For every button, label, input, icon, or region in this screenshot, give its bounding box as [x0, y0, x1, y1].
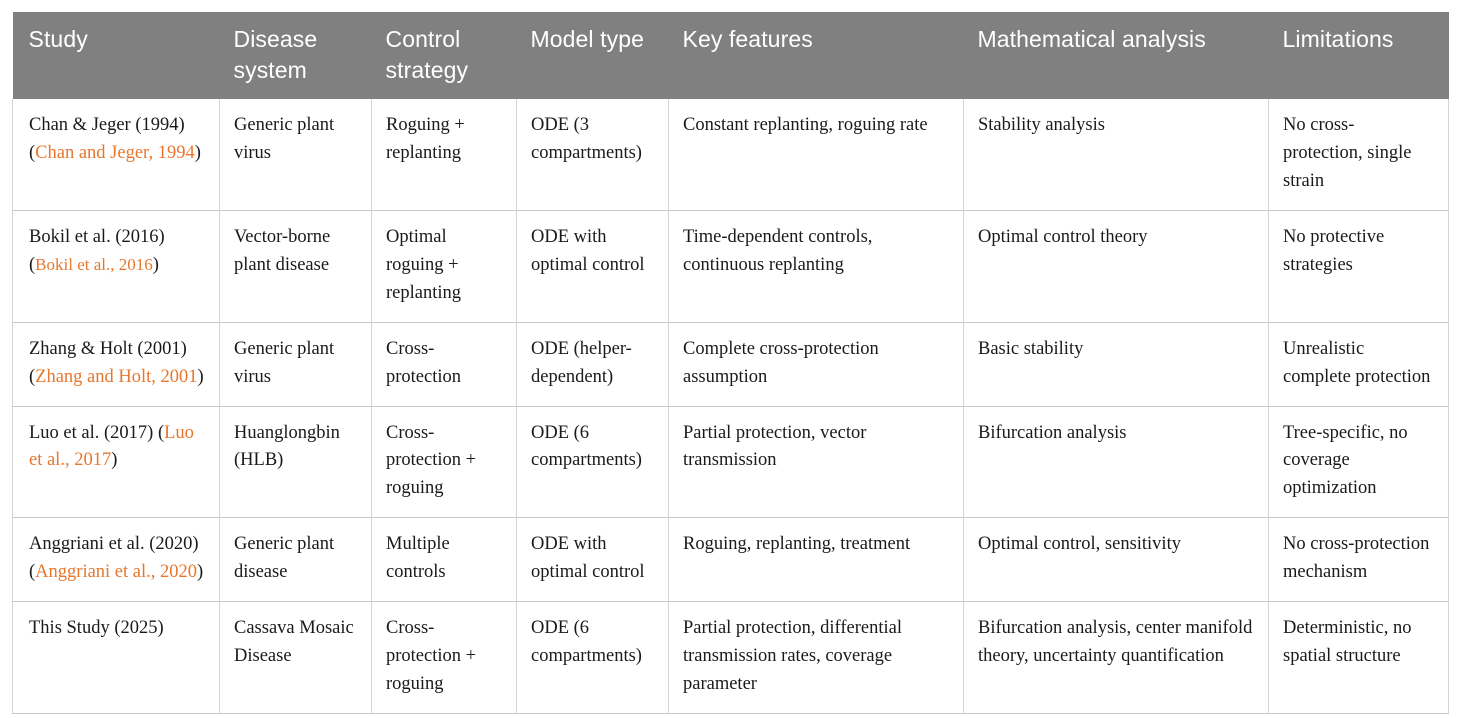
cell-control-strategy: Cross-protection: [371, 322, 517, 407]
citation-link[interactable]: Anggriani et al., 2020: [35, 562, 198, 583]
cell-control-strategy: Optimal roguing + replanting: [371, 210, 517, 323]
study-label: Bokil et al. (2016) (: [29, 226, 165, 275]
citation-close-paren: ): [152, 254, 159, 275]
cell-limitations: No protective strategies: [1268, 210, 1449, 323]
cell-key-features: Partial protection, differential transmi…: [668, 601, 964, 714]
cell-key-features: Partial protection, vector transmission: [668, 406, 964, 519]
cell-study: Anggriani et al. (2020) (Anggriani et al…: [12, 517, 220, 603]
study-label: Luo et al. (2017) (: [29, 422, 165, 443]
citation-close-paren: ): [197, 562, 204, 583]
study-label: Chan & Jeger (1994) (: [29, 115, 185, 164]
column-header-limitations: Limitations: [1268, 12, 1449, 100]
cell-limitations: Unrealistic complete protection: [1268, 322, 1449, 407]
citation-link[interactable]: Zhang and Holt, 2001: [35, 366, 198, 387]
cell-study: Bokil et al. (2016) (Bokil et al., 2016): [12, 210, 220, 323]
cell-control-strategy: Multiple controls: [371, 517, 517, 603]
cell-control-strategy: Cross-protection + roguing: [371, 406, 517, 519]
comparison-table: Study Disease system Control strategy Mo…: [12, 12, 1449, 714]
cell-mathematical-analysis: Optimal control theory: [963, 210, 1269, 323]
cell-study: Chan & Jeger (1994) (Chan and Jeger, 199…: [12, 99, 220, 211]
table-row: Chan & Jeger (1994) (Chan and Jeger, 199…: [12, 99, 1449, 211]
cell-model-type: ODE (helper-dependent): [516, 322, 669, 407]
cell-limitations: Deterministic, no spatial structure: [1268, 601, 1449, 714]
table-header: Study Disease system Control strategy Mo…: [12, 12, 1449, 100]
study-label: This Study (2025): [29, 618, 164, 639]
table-row: Anggriani et al. (2020) (Anggriani et al…: [12, 517, 1449, 603]
column-header-disease-system: Disease system: [219, 12, 372, 100]
citation-link[interactable]: Chan and Jeger, 1994: [35, 143, 195, 164]
cell-mathematical-analysis: Bifurcation analysis: [963, 406, 1269, 519]
citation-close-paren: ): [197, 366, 204, 387]
cell-key-features: Complete cross-protection assumption: [668, 322, 964, 407]
cell-disease-system: Huanglongbin (HLB): [219, 406, 372, 519]
cell-limitations: Tree-specific, no coverage optimization: [1268, 406, 1449, 519]
cell-disease-system: Generic plant virus: [219, 99, 372, 211]
cell-control-strategy: Cross-protection + roguing: [371, 601, 517, 714]
column-header-mathematical-analysis: Mathematical analysis: [963, 12, 1269, 100]
cell-disease-system: Vector-borne plant disease: [219, 210, 372, 323]
column-header-control-strategy: Control strategy: [371, 12, 517, 100]
cell-model-type: ODE with optimal control: [516, 210, 669, 323]
cell-mathematical-analysis: Basic stability: [963, 322, 1269, 407]
cell-key-features: Time-dependent controls, continuous repl…: [668, 210, 964, 323]
column-header-key-features: Key features: [668, 12, 964, 100]
cell-study: Zhang & Holt (2001) (Zhang and Holt, 200…: [12, 322, 220, 407]
cell-disease-system: Generic plant disease: [219, 517, 372, 603]
cell-key-features: Constant replanting, roguing rate: [668, 99, 964, 211]
column-header-study: Study: [12, 12, 220, 100]
cell-model-type: ODE with optimal control: [516, 517, 669, 603]
study-label: Anggriani et al. (2020) (: [29, 534, 199, 583]
cell-key-features: Roguing, replanting, treatment: [668, 517, 964, 603]
cell-disease-system: Generic plant virus: [219, 322, 372, 407]
cell-disease-system: Cassava Mosaic Disease: [219, 601, 372, 714]
table-row: Bokil et al. (2016) (Bokil et al., 2016)…: [12, 210, 1449, 323]
cell-model-type: ODE (6 compartments): [516, 406, 669, 519]
citation-link[interactable]: Luo et al., 2017: [29, 422, 194, 471]
cell-study: This Study (2025): [12, 601, 220, 714]
cell-mathematical-analysis: Optimal control, sensitivity: [963, 517, 1269, 603]
study-label: Zhang & Holt (2001) (: [29, 338, 187, 387]
cell-study: Luo et al. (2017) (Luo et al., 2017): [12, 406, 220, 519]
column-header-model-type: Model type: [516, 12, 669, 100]
table-header-row: Study Disease system Control strategy Mo…: [12, 12, 1449, 100]
cell-limitations: No cross-protection mechanism: [1268, 517, 1449, 603]
table-row: Zhang & Holt (2001) (Zhang and Holt, 200…: [12, 322, 1449, 407]
cell-model-type: ODE (6 compartments): [516, 601, 669, 714]
cell-model-type: ODE (3 compartments): [516, 99, 669, 211]
table-body: Chan & Jeger (1994) (Chan and Jeger, 199…: [12, 99, 1449, 714]
cell-control-strategy: Roguing + replanting: [371, 99, 517, 211]
table-row: Luo et al. (2017) (Luo et al., 2017)Huan…: [12, 406, 1449, 519]
cell-limitations: No cross-protection, single strain: [1268, 99, 1449, 211]
cell-mathematical-analysis: Bifurcation analysis, center manifold th…: [963, 601, 1269, 714]
citation-close-paren: ): [111, 450, 118, 471]
citation-close-paren: ): [194, 143, 201, 164]
cell-mathematical-analysis: Stability analysis: [963, 99, 1269, 211]
citation-link[interactable]: Bokil et al., 2016: [35, 254, 153, 274]
